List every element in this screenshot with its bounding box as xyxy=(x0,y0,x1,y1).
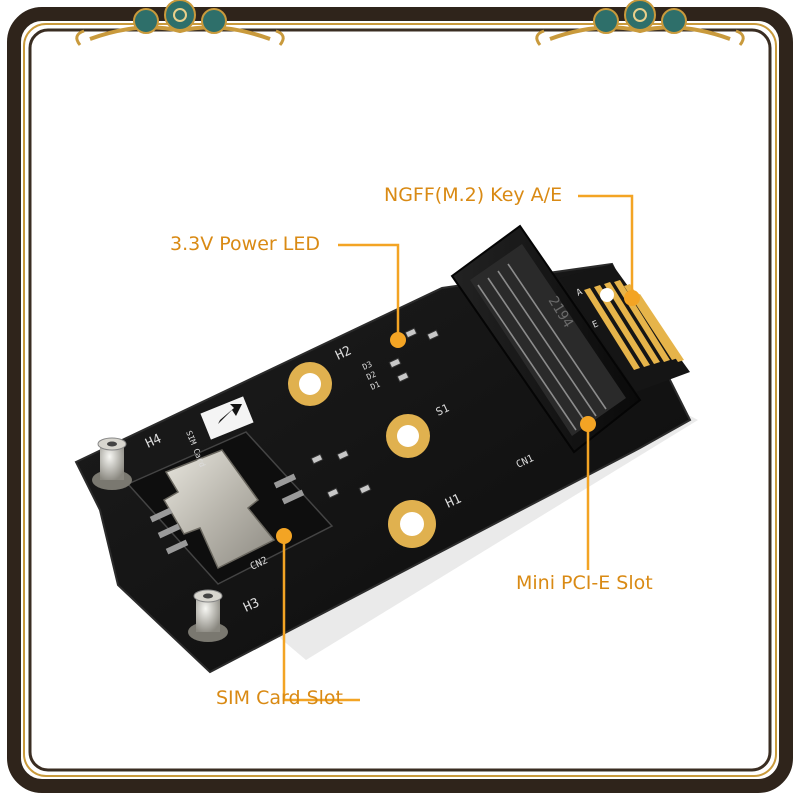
key-notch xyxy=(600,288,614,302)
m2-gold-fingers xyxy=(560,264,690,392)
dot-minipcie xyxy=(580,416,596,432)
cloud-ornament-left xyxy=(75,0,285,46)
silk-d2: D2 xyxy=(365,370,378,382)
smd-components xyxy=(310,327,440,499)
dot-led xyxy=(390,332,406,348)
callout-dots xyxy=(276,290,640,544)
leader-ngff xyxy=(578,194,634,296)
silk-h4: H4 xyxy=(143,431,164,451)
silk-h3: H3 xyxy=(241,595,262,615)
standoff-h4 xyxy=(92,437,132,490)
silk-h2: H2 xyxy=(333,343,354,363)
callout-power-led: 3.3V Power LED xyxy=(170,233,320,255)
silk-s1: S1 xyxy=(434,401,452,418)
silk-key-a: A xyxy=(575,287,585,299)
silk-h1: H1 xyxy=(443,491,464,511)
sim-metal-cover xyxy=(162,449,276,570)
mounting-holes xyxy=(288,362,436,548)
silk-d3: D3 xyxy=(361,360,374,372)
dot-sim xyxy=(276,528,292,544)
leader-led xyxy=(338,243,400,338)
callout-sim-card-slot: SIM Card Slot xyxy=(216,687,343,709)
cloud-ornament-right xyxy=(535,0,745,46)
silk-d1: D1 xyxy=(369,380,382,392)
sim-card-slot-shape xyxy=(126,396,334,585)
dot-ngff xyxy=(624,290,640,306)
arrow-icon xyxy=(218,404,242,424)
callout-leaders xyxy=(282,194,634,702)
silk-key-e: E xyxy=(591,319,600,330)
pcb-board: H2 H4 H1 H3 S1 CN1 CN2 SIM Card D1 D2 D3… xyxy=(74,224,698,674)
mini-pcie-slot-shape xyxy=(450,224,642,454)
leader-sim xyxy=(282,536,360,702)
callout-mini-pcie-slot: Mini PCI-E Slot xyxy=(516,572,653,594)
standoff-h3 xyxy=(188,589,228,642)
callout-ngff-key: NGFF(M.2) Key A/E xyxy=(384,184,563,206)
